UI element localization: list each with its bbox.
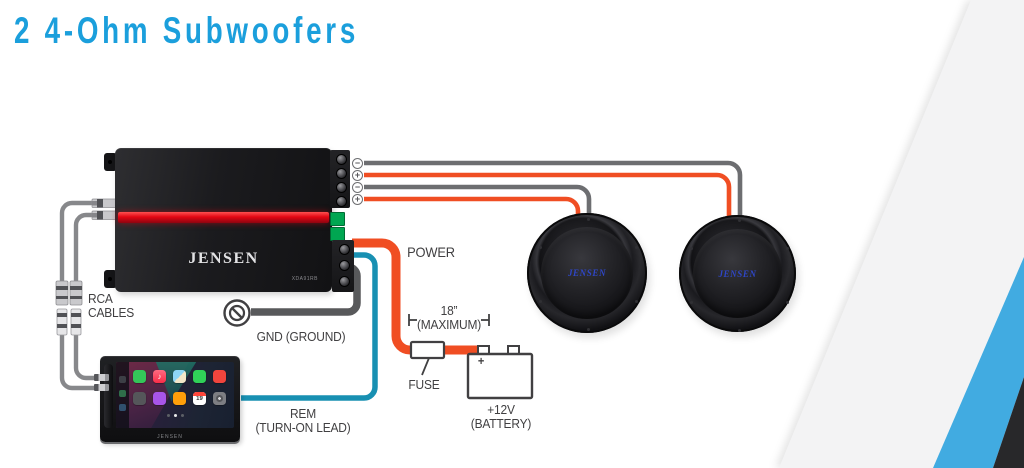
amplifier-mount-foot xyxy=(104,270,117,288)
remote-label: REM(TURN-ON LEAD) xyxy=(255,406,351,435)
battery-symbol xyxy=(466,345,534,400)
rca-cable-left-lower xyxy=(59,333,100,391)
fuse-symbol xyxy=(409,340,446,376)
power-wire xyxy=(352,238,478,355)
remote-turn-on-wire xyxy=(241,252,378,401)
music-app-icon: ♪ xyxy=(153,370,166,383)
subwoofer-left: JENSEN xyxy=(527,213,647,333)
head-unit-screen: ♪ 19 xyxy=(116,362,234,428)
rca-plug-head-unit xyxy=(94,374,109,381)
battery-label: +12V(BATTERY) xyxy=(470,402,532,431)
subwoofer-cone xyxy=(541,227,633,319)
messages-app-icon xyxy=(193,370,206,383)
rca-coupler-left xyxy=(55,280,69,336)
calendar-app-icon: 19 xyxy=(193,392,206,405)
rca-cable-right-upper xyxy=(73,212,96,283)
amplifier: JENSEN XDA91RB xyxy=(115,148,332,292)
max-length-label: 18”(MAXIMUM) xyxy=(416,303,482,332)
ground-ring-terminal xyxy=(223,299,251,327)
now-playing-app-icon xyxy=(213,370,226,383)
head-unit: ♪ 19 JENSEN xyxy=(100,356,240,442)
battery-plus-label: + xyxy=(477,354,485,368)
subwoofer-right: JENSEN xyxy=(679,215,796,332)
polarity-plus-icon: + xyxy=(352,169,363,181)
rca-coupler-right xyxy=(69,280,83,336)
amplifier-brand-logo: JENSEN xyxy=(188,250,259,267)
polarity-plus-icon: + xyxy=(352,193,363,205)
rca-plug-amp-top xyxy=(91,198,118,208)
amplifier-model-text: XDA91RB xyxy=(291,276,318,282)
subwoofer-cone xyxy=(693,229,782,318)
head-unit-controls xyxy=(104,364,113,428)
fuse-label: FUSE xyxy=(408,377,440,392)
green-connector xyxy=(330,212,345,226)
audiobooks-app-icon xyxy=(173,392,186,405)
rca-cable-right-lower xyxy=(73,333,100,381)
rca-plug-head-unit xyxy=(94,384,109,391)
subwoofer-brand-logo: JENSEN xyxy=(567,268,607,279)
rca-cable-left-upper xyxy=(59,200,96,283)
speaker-wire-pos-sub2 xyxy=(364,172,732,222)
subwoofer-brand-logo: JENSEN xyxy=(718,268,757,279)
speaker-wire-neg-sub2 xyxy=(364,160,743,222)
podcasts-app-icon xyxy=(153,392,166,405)
head-unit-brand: JENSEN xyxy=(157,434,183,440)
speaker-wire-neg-sub1 xyxy=(364,184,592,224)
polarity-minus-icon: − xyxy=(352,157,363,169)
carplay-sidebar xyxy=(116,362,129,428)
page-dots xyxy=(116,407,234,425)
decor-blue-stripe xyxy=(933,257,1024,468)
rca-plug-amp-bottom xyxy=(91,210,118,220)
ground-label: GND (GROUND) xyxy=(256,329,346,344)
decor-light-band xyxy=(779,0,1024,468)
power-terminal-block xyxy=(332,240,354,292)
settings-app-icon xyxy=(213,392,226,405)
max-length-brackets xyxy=(408,314,490,326)
page-title: 2 4-Ohm Subwoofers xyxy=(14,10,360,51)
polarity-minus-icon: − xyxy=(352,181,363,193)
speaker-terminal-block xyxy=(330,150,350,208)
oem-app-icon xyxy=(133,392,146,405)
green-connector xyxy=(330,227,345,241)
maps-app-icon xyxy=(173,370,186,383)
speaker-wire-pos-sub1 xyxy=(364,196,581,224)
power-label: POWER xyxy=(407,244,455,260)
phone-app-icon xyxy=(133,370,146,383)
amplifier-red-stripe xyxy=(118,212,329,223)
amplifier-mount-foot xyxy=(104,153,117,171)
decor-dark-corner xyxy=(993,377,1024,468)
